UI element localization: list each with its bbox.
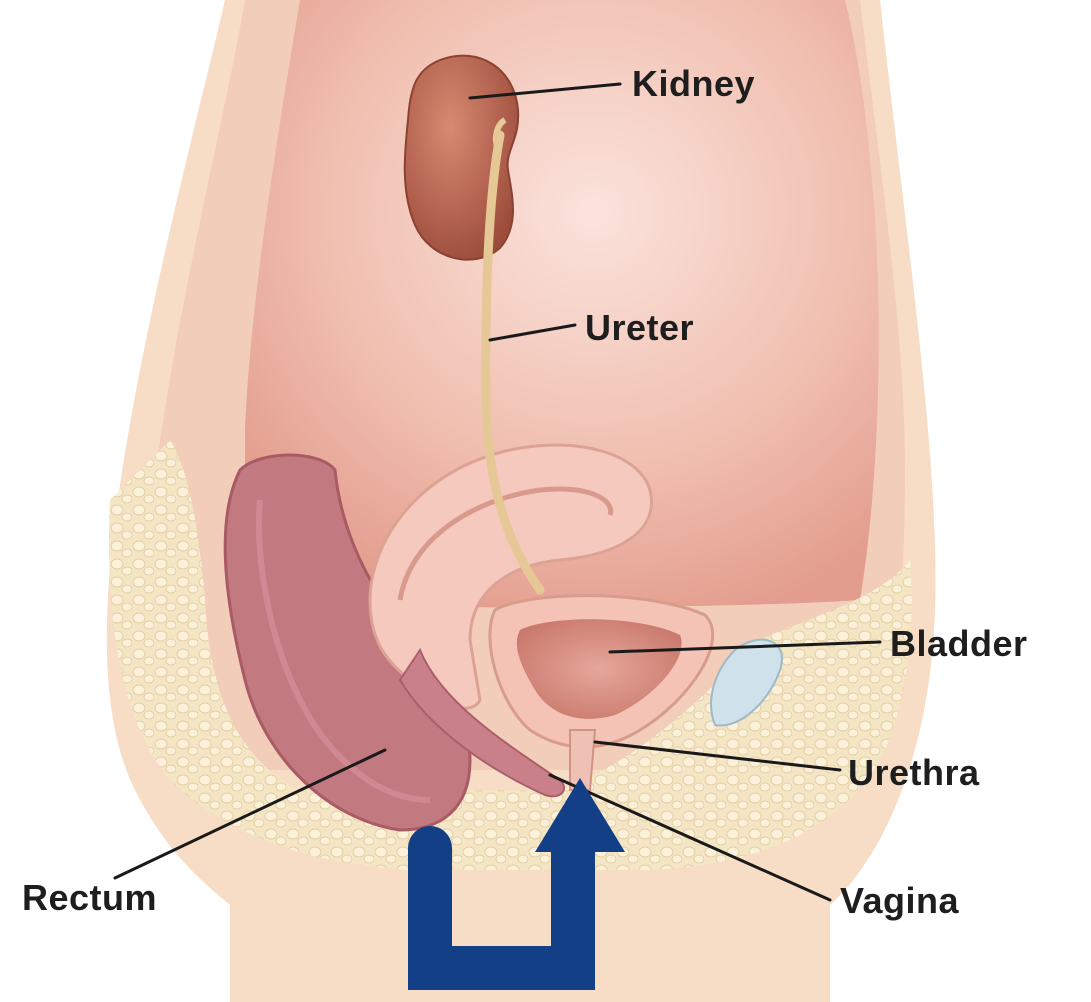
urethra-label: Urethra [848,752,980,793]
vagina-label: Vagina [840,880,960,921]
kidney [405,56,518,260]
bladder-label: Bladder [890,623,1028,664]
urethra [570,730,595,790]
kidney-label: Kidney [632,63,755,104]
rectum-label: Rectum [22,877,157,918]
ureter-label: Ureter [585,307,694,348]
